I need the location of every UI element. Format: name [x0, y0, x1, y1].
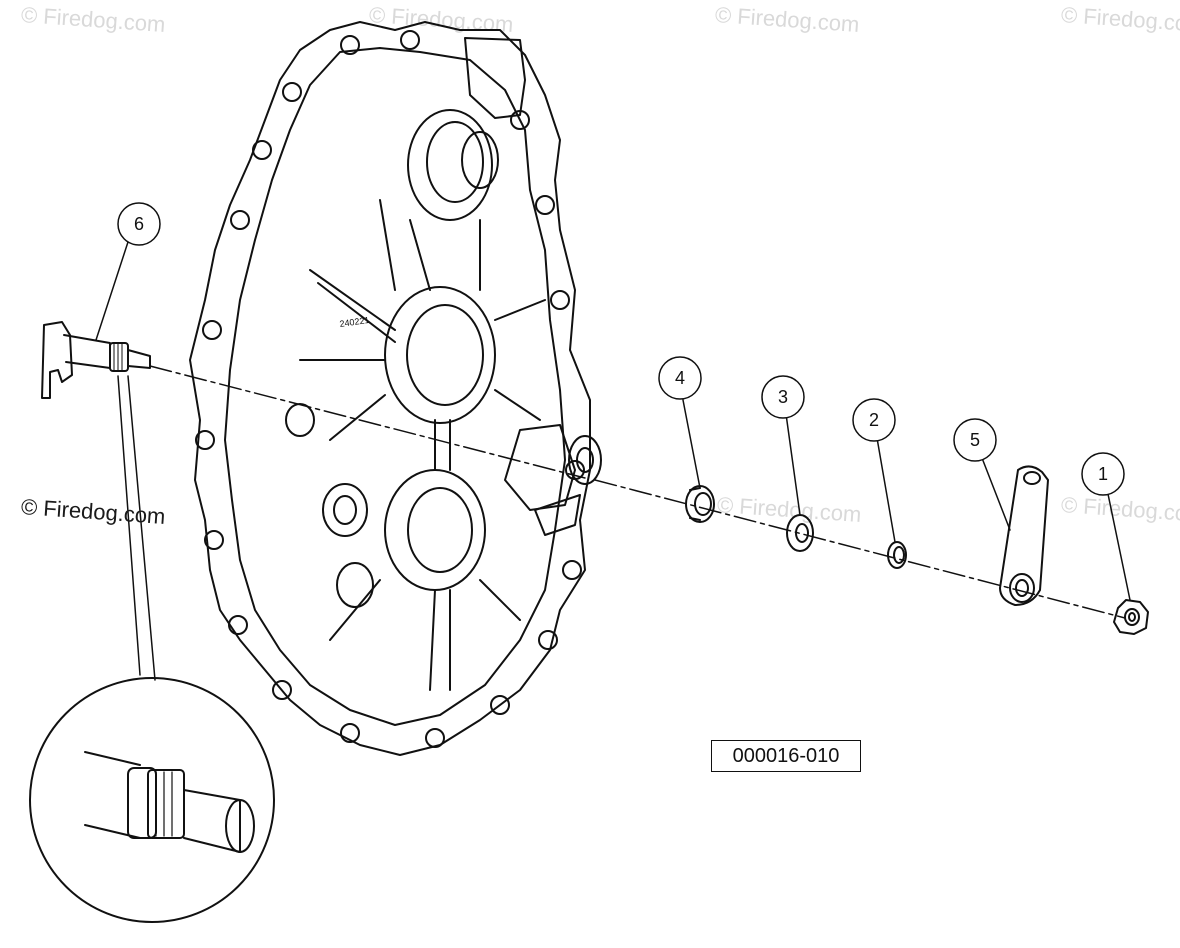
bolt-hole — [282, 82, 302, 102]
bolt-hole — [340, 723, 360, 743]
bolt-hole — [550, 290, 570, 310]
transmission-cover — [189, 21, 602, 756]
spline-detail-view — [29, 677, 275, 923]
rib — [317, 282, 396, 343]
bolt-hole — [252, 140, 272, 160]
shift-arm — [999, 465, 1049, 606]
detent-block-lower — [534, 494, 581, 536]
middle-bearing-bore-inner — [406, 304, 484, 406]
callout-leader-4 — [682, 399, 701, 489]
bolt-hole — [195, 430, 215, 450]
assembly-axis-line — [149, 365, 586, 479]
bolt-hole — [400, 30, 420, 50]
shift-shaft-outer-bore — [576, 447, 594, 473]
callout-leader-2 — [876, 437, 896, 543]
cover-gasket-line — [224, 47, 566, 726]
rib — [479, 579, 521, 621]
rib — [409, 219, 431, 291]
bolt-hole — [228, 615, 248, 635]
callout-leader-6 — [95, 241, 129, 341]
rib — [494, 389, 541, 421]
callout-bubble-3 — [761, 375, 805, 419]
oil-seal — [685, 485, 715, 523]
cover-flange-outline — [189, 21, 591, 756]
lower-bearing-bore-inner — [407, 487, 473, 573]
detail-spline-teeth — [155, 771, 173, 837]
figure-reference-number: 000016-010 — [711, 740, 861, 772]
callout-label-2: 2 — [869, 410, 879, 430]
detail-shaft-face — [225, 799, 255, 853]
callout-bubble-6 — [117, 202, 161, 246]
bolt-hole — [562, 560, 582, 580]
callout-bubble-5 — [953, 418, 997, 462]
shift-shaft-bore — [285, 403, 315, 437]
callout-label-4: 4 — [675, 368, 685, 388]
port-left — [322, 483, 368, 537]
bolt-hole — [202, 320, 222, 340]
callout-label-6: 6 — [134, 214, 144, 234]
upper-bearing-bore — [407, 109, 493, 221]
port-left-inner — [333, 495, 357, 525]
flange-nut — [1113, 599, 1149, 635]
retaining-ring — [887, 541, 907, 569]
bolt-hole — [425, 728, 445, 748]
bolt-hole — [535, 195, 555, 215]
rib — [329, 394, 386, 441]
detail-leader-line — [117, 375, 141, 676]
detail-spline — [147, 769, 185, 839]
port-lower — [336, 562, 374, 608]
callout-leader-5 — [981, 457, 1011, 531]
callout-bubble-1 — [1081, 452, 1125, 496]
rib — [309, 269, 396, 331]
detail-leader-line — [127, 375, 156, 681]
detail-seal-ring — [127, 767, 157, 839]
callout-label-3: 3 — [778, 387, 788, 407]
shift-shaft — [41, 321, 151, 399]
callout-label-5: 5 — [970, 430, 980, 450]
shift-shaft-fork — [41, 321, 73, 399]
bolt-hole — [340, 35, 360, 55]
callout-leader-3 — [785, 413, 801, 516]
cover-top-boss — [464, 37, 526, 119]
callout-bubble-2 — [852, 398, 896, 442]
rib — [379, 199, 396, 291]
assembly-axis-line-right — [594, 479, 1126, 619]
rib — [494, 299, 546, 321]
shift-shaft-spline — [109, 342, 129, 372]
rib — [329, 579, 381, 641]
middle-bearing-bore — [384, 286, 496, 424]
spline-teeth — [113, 342, 123, 372]
bolt-hole — [538, 630, 558, 650]
bolt-hole — [230, 210, 250, 230]
callout-leader-1 — [1107, 493, 1131, 601]
shift-shaft-tip — [127, 349, 151, 369]
detent-block — [504, 424, 576, 511]
bolt-hole — [204, 530, 224, 550]
detail-shaft-end — [183, 789, 241, 853]
rib — [429, 589, 436, 691]
bolt-hole — [490, 695, 510, 715]
callout-bubble-4 — [658, 356, 702, 400]
upper-shaft-end — [461, 131, 499, 189]
cover-casting-number: 240221 — [339, 315, 370, 329]
shift-shaft-outer-boss — [568, 435, 602, 485]
washer — [786, 514, 814, 552]
callout-label-1: 1 — [1098, 464, 1108, 484]
bolt-hole — [272, 680, 292, 700]
upper-bearing-bore-inner — [426, 121, 484, 203]
